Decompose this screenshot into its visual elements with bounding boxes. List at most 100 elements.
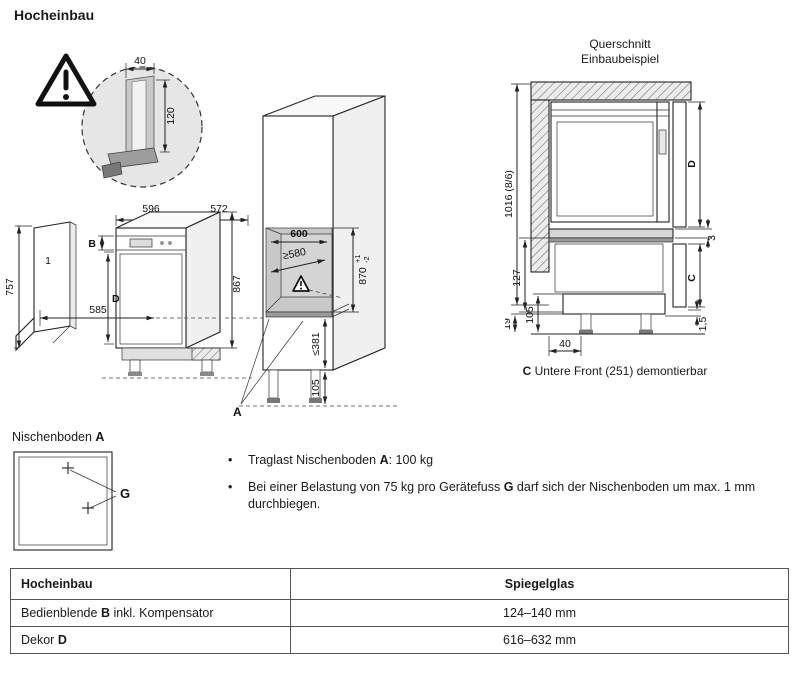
dim-B: B xyxy=(88,235,114,251)
cell-text-key: D xyxy=(57,633,67,647)
table-cell-label: Bedienblende B inkl. Kompensator xyxy=(9,599,292,627)
dim-D: D xyxy=(104,251,120,345)
table-header-hocheinbau: Hocheinbau xyxy=(9,568,292,600)
dim-label-40-cross: 40 xyxy=(559,338,571,350)
dim-label-1016: 1016 (8/6) xyxy=(505,170,515,218)
dekor-front-panel xyxy=(672,101,687,228)
panel-label-1: 1 xyxy=(45,255,51,267)
warning-triangle-icon xyxy=(35,53,97,107)
cross-section-title-line2: Einbaubeispiel xyxy=(580,52,660,66)
lower-compartment xyxy=(531,243,705,335)
dim-label-867: 867 xyxy=(231,275,243,293)
label-A-group: A xyxy=(233,318,304,419)
nischenboden-heading-key: A xyxy=(95,430,105,444)
nischenboden-heading-text: Nischenboden xyxy=(12,430,96,444)
cross-section-caption: C Untere Front (251) demontierbar xyxy=(505,364,725,378)
niche-floor-slab xyxy=(548,228,674,243)
dim-label-19: 19 xyxy=(505,318,513,330)
dim-600: 600 xyxy=(271,228,327,245)
bullet-text-post: : 100 kg xyxy=(388,453,434,467)
dim-870: 870 +1 -2 xyxy=(333,227,371,313)
control-display xyxy=(129,238,153,248)
lower-front-panel xyxy=(672,243,687,308)
nischenboden-heading: Nischenboden A xyxy=(12,430,104,444)
door-handle xyxy=(658,129,667,155)
dim-19: 19 xyxy=(505,313,563,332)
appliance-section xyxy=(550,101,670,223)
table-header-spiegelglas: Spiegelglas xyxy=(290,568,789,600)
appliance-body xyxy=(115,211,221,349)
cross-section-title: Querschnitt Einbaubeispiel xyxy=(540,37,700,67)
furniture-front-panel: 1 xyxy=(15,221,77,352)
appliance-base xyxy=(102,347,252,379)
bullet-icon: • xyxy=(228,480,233,494)
door-face xyxy=(119,253,183,345)
dim-label-D: D xyxy=(112,293,120,305)
dim-label-40: 40 xyxy=(134,55,146,67)
dim-867: 867 xyxy=(188,211,243,349)
dim-label-C-cross: C xyxy=(686,274,698,282)
dim-label-105: 105 xyxy=(310,379,322,397)
caption-text: Untere Front (251) demontierbar xyxy=(531,364,708,378)
dim-label-1-5: 1,5 xyxy=(697,317,709,332)
dim-label-B: B xyxy=(88,238,96,250)
cell-text-post: inkl. Kompensator xyxy=(109,606,214,620)
dim-105: 105 xyxy=(310,372,328,404)
cross-section-drawing: 1016 (8/6) D 3 C 1,5 xyxy=(505,81,718,356)
dim-label-757: 757 xyxy=(6,278,16,296)
dim-label-870-tol-plus: +1 xyxy=(353,254,362,263)
tall-cabinet-niche-drawing: 600 ≥580 870 +1 -2 ≤381 xyxy=(225,95,400,419)
page-title: Hocheinbau xyxy=(14,7,95,23)
dim-label-120: 120 xyxy=(165,107,177,125)
dim-label-870-tol-minus: -2 xyxy=(362,256,371,263)
label-G: G xyxy=(120,486,130,501)
control-knob xyxy=(168,241,172,245)
dim-D-cross: D xyxy=(686,101,705,228)
dim-585: 585 xyxy=(39,304,220,326)
table-header-row: Hocheinbau Spiegelglas xyxy=(9,568,789,600)
list-item: • Traglast Nischenboden A: 100 kg xyxy=(228,452,784,469)
table-cell-label: Dekor D xyxy=(9,626,292,654)
nischenboden-drawing: G xyxy=(13,451,130,551)
label-A: A xyxy=(233,405,242,419)
cell-text-pre: Dekor xyxy=(21,633,58,647)
bullet-text-post: darf sich der Nischenboden um max. 1 mm … xyxy=(248,480,756,511)
wall-and-ceiling xyxy=(530,81,692,273)
bullet-text-key: G xyxy=(503,480,514,494)
appliance-installation-drawing: 596 572 1 xyxy=(6,203,252,379)
dim-3: 3 xyxy=(675,219,718,248)
dim-127: 127 xyxy=(511,237,563,313)
bullet-icon: • xyxy=(228,453,233,467)
dim-detail-40: 40 xyxy=(125,55,155,78)
dim-105-cross: 105 xyxy=(524,293,563,332)
dim-label-3: 3 xyxy=(706,235,718,241)
bullet-text-key: A xyxy=(379,453,389,467)
cell-text-key: B xyxy=(100,606,110,620)
dim-label-580: ≥580 xyxy=(282,246,307,262)
dim-C-cross: C xyxy=(686,243,705,308)
dim-label-105-cross: 105 xyxy=(524,306,536,324)
list-item: • Bei einer Belastung von 75 kg pro Gerä… xyxy=(228,479,784,513)
dim-label-D-cross: D xyxy=(686,160,698,168)
dim-757: 757 xyxy=(6,225,32,349)
table-row: Bedienblende B inkl. Kompensator 124–140… xyxy=(9,599,789,627)
caption-key: C xyxy=(522,364,532,378)
dim-label-870: 870 xyxy=(357,267,369,285)
dim-381: ≤381 xyxy=(310,319,328,368)
spec-table: Hocheinbau Spiegelglas Bedienblende B in… xyxy=(9,568,789,654)
dim-1-5: 1,5 xyxy=(665,300,709,331)
detail-callout-drawing: 40 120 xyxy=(35,53,203,188)
dim-detail-120: 120 xyxy=(156,79,177,153)
dim-1016: 1016 (8/6) xyxy=(505,83,549,306)
bullet-text: Traglast Nischenboden A: 100 kg xyxy=(248,452,433,469)
dim-40-cross: 40 xyxy=(548,336,582,356)
warning-triangle-small-icon xyxy=(292,275,344,299)
bullet-text-pre: Bei einer Belastung von 75 kg pro Geräte… xyxy=(248,480,504,494)
table-row: Dekor D 616–632 mm xyxy=(9,626,789,654)
table-cell-value: 616–632 mm xyxy=(290,626,789,654)
control-knob xyxy=(160,241,164,245)
niche-corner-detail xyxy=(101,75,159,179)
dim-580: ≥580 xyxy=(270,246,326,273)
niche-floor-panel xyxy=(265,311,333,318)
